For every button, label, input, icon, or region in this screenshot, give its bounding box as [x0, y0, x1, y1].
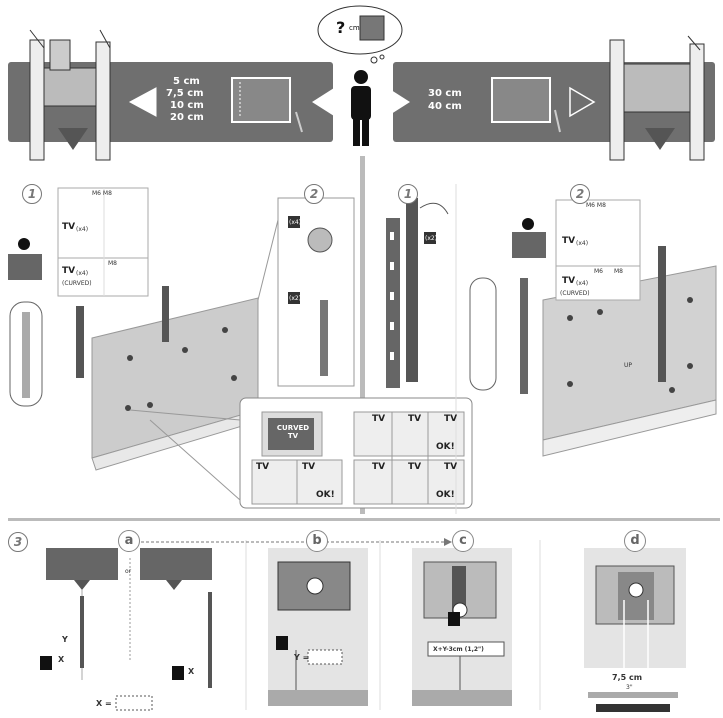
right-tv-label-b: TV: [562, 276, 576, 286]
left-wall-mount-drawing: [29, 29, 111, 161]
left-arrow-outline: [128, 87, 157, 117]
right-col-b: M6: [594, 268, 603, 275]
right-size-label-2: 40 cm: [428, 101, 462, 112]
right-x2-tag: (x2): [425, 235, 438, 242]
bubble-question: ?: [336, 18, 346, 37]
left-col-a: M6 M8: [92, 190, 112, 197]
left-hardware-table: [57, 187, 149, 297]
x-label-a1: X: [58, 655, 65, 664]
step-2-left: 2: [304, 184, 324, 204]
right-tv-back: [542, 265, 717, 457]
y-input-box: [307, 649, 343, 665]
y-equals-label: Y =: [294, 653, 310, 662]
tv-box-1: TV: [372, 414, 386, 424]
right-template-drawing: [491, 77, 561, 133]
formula-label: X+Y-3cm (1,2"): [433, 646, 484, 653]
left-x4-tag: (x4): [289, 219, 302, 226]
or-label: or: [125, 568, 132, 575]
left-col-b: M8: [108, 260, 117, 267]
right-side-profile: [469, 277, 497, 391]
dim-label: 7,5 cm: [612, 673, 643, 682]
center-divider: [360, 156, 365, 514]
ok-label-2: OK!: [436, 442, 455, 452]
left-template-drawing: [231, 77, 303, 133]
ok-label-3: OK!: [436, 490, 455, 500]
tv-box-5: TV: [408, 462, 422, 472]
right-col-c: M8: [614, 268, 623, 275]
step-letter-b: b: [306, 530, 328, 552]
right-hardware-table: [555, 199, 641, 301]
tv-box-6: TV: [444, 462, 458, 472]
right-col-a: M6 M8: [586, 202, 606, 209]
step-3: 3: [8, 532, 28, 552]
tv-box-3: TV: [444, 414, 458, 424]
right-tv-x4b: (x4): [576, 280, 589, 287]
x-input-box: [115, 695, 153, 711]
right-rail: [386, 218, 400, 388]
tv-box-8: TV: [302, 462, 316, 472]
y-label-a: Y: [62, 635, 68, 644]
right-up-label: UP: [624, 362, 633, 369]
right-rail-b: [406, 198, 418, 382]
ok-label-1: OK!: [316, 490, 335, 500]
left-mount-rails: [76, 286, 169, 378]
step-letter-c: c: [452, 530, 474, 552]
right-down-arrow: [645, 128, 675, 150]
left-screws: [125, 327, 237, 411]
right-wall-mount-drawing: [609, 35, 705, 161]
left-person-desk: [8, 238, 42, 280]
left-arrow-toward-person: [312, 88, 334, 116]
left-size-label-4: 20 cm: [170, 112, 204, 123]
tv-box-7: TV: [256, 462, 270, 472]
right-size-label-1: 30 cm: [428, 88, 462, 99]
right-tv-curved: (CURVED): [560, 290, 590, 297]
right-arrow-from-person: [388, 88, 410, 116]
person-figure: [351, 70, 371, 146]
step-1-right: 1: [398, 184, 418, 204]
left-size-label-2: 7,5 cm: [166, 88, 204, 99]
left-size-label-3: 10 cm: [170, 100, 204, 111]
right-tv-x4: (x4): [576, 240, 589, 247]
left-tv-label: TV: [62, 222, 76, 232]
left-tv-x4: (x4): [76, 226, 89, 233]
section-divider: [8, 518, 720, 521]
step-letter-d: d: [624, 530, 646, 552]
dim-inch-label: 3": [626, 684, 633, 691]
step-2-right: 2: [570, 184, 590, 204]
tv-box-4: TV: [372, 462, 386, 472]
left-size-label-1: 5 cm: [173, 76, 200, 87]
left-tv-x4b: (x4): [76, 270, 89, 277]
left-tv-curved: (CURVED): [62, 280, 92, 287]
x-equals-label: X =: [96, 699, 112, 708]
left-x2-tag: (x2): [289, 295, 302, 302]
right-person-desk: [512, 218, 546, 258]
formula-box: [427, 641, 505, 657]
left-tv-label-b: TV: [62, 266, 76, 276]
right-tv-label: TV: [562, 236, 576, 246]
curved-tv-label: CURVED TV: [276, 424, 310, 440]
thought-bubble: [317, 5, 403, 64]
tv-box-2: TV: [408, 414, 422, 424]
bubble-cm: cm: [349, 24, 360, 32]
left-down-arrow: [58, 128, 88, 150]
right-arrow-outline: [569, 86, 596, 118]
x-label-a2: X: [188, 667, 195, 676]
step-1-left: 1: [22, 184, 42, 204]
step-letter-a: a: [118, 530, 140, 552]
